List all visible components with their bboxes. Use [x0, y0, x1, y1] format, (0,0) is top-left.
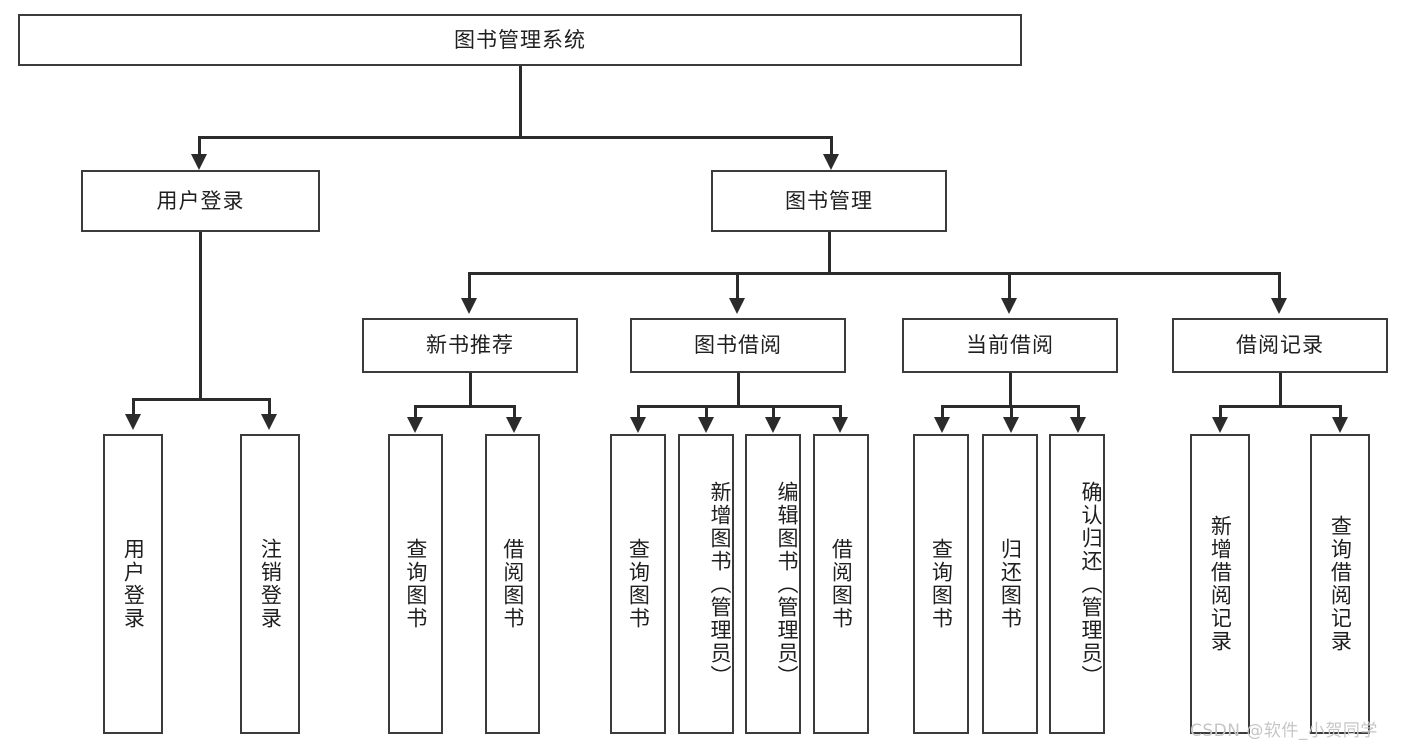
- arrow-to-leaf-user-login: [125, 414, 141, 430]
- leaf-query-borrow-record[interactable]: 查询借阅记录: [1310, 434, 1370, 734]
- arrow-to-leaf-confirm-return: [1070, 417, 1086, 433]
- node-label: 查询图书: [403, 538, 428, 630]
- connector-root-stem: [519, 66, 522, 138]
- arrow-to-book-management: [823, 154, 839, 170]
- leaf-return-book[interactable]: 归还图书: [982, 434, 1038, 734]
- node-borrow-record[interactable]: 借阅记录: [1172, 318, 1388, 373]
- leaf-edit-book-admin[interactable]: 编辑图书（管理员）: [745, 434, 801, 734]
- leaf-confirm-return-admin[interactable]: 确认归还（管理员）: [1049, 434, 1105, 734]
- arrow-to-leaf-query-book-2: [630, 417, 646, 433]
- node-label: 注销登录: [258, 538, 283, 630]
- connector-borrow-record-stem: [1279, 373, 1282, 407]
- arrow-to-leaf-borrow-book-2: [832, 417, 848, 433]
- connector-level3-bus: [468, 272, 1280, 275]
- node-label: 图书管理系统: [454, 27, 586, 52]
- arrow-to-borrow-record: [1271, 298, 1287, 314]
- leaf-borrow-book-borrow[interactable]: 借阅图书: [813, 434, 869, 734]
- arrow-to-leaf-query-book-1: [407, 417, 423, 433]
- arrow-to-leaf-query-book-3: [934, 417, 950, 433]
- connector-borrow-record-drop-1: [1219, 405, 1222, 419]
- connector-new-book-drop-2: [513, 405, 516, 419]
- connector-current-borrow-drop-3: [1077, 405, 1080, 419]
- connector-book-borrow-stem: [737, 373, 740, 407]
- leaf-query-book-borrow[interactable]: 查询图书: [610, 434, 666, 734]
- arrow-to-current-borrow: [1001, 298, 1017, 314]
- connector-current-borrow-drop-1: [941, 405, 944, 419]
- connector-user-login-bus: [132, 398, 270, 401]
- connector-new-book-drop-1: [414, 405, 417, 419]
- node-label: 图书借阅: [694, 333, 782, 358]
- connector-user-login-drop-1: [132, 398, 135, 416]
- leaf-borrow-book-recommend[interactable]: 借阅图书: [485, 434, 540, 734]
- node-label: 查询图书: [626, 538, 651, 630]
- connector-borrow-record-drop-2: [1339, 405, 1342, 419]
- arrow-to-new-book-recommend: [461, 298, 477, 314]
- connector-book-borrow-drop-4: [839, 405, 842, 419]
- connector-current-borrow-stem: [1009, 373, 1012, 407]
- connector-level2-bus: [198, 136, 832, 139]
- connector-user-login-stem: [199, 232, 202, 400]
- arrow-to-leaf-query-borrow-record: [1332, 417, 1348, 433]
- node-user-login[interactable]: 用户登录: [81, 170, 320, 232]
- connector-level2-drop-right: [830, 136, 833, 158]
- node-book-management[interactable]: 图书管理: [711, 170, 947, 232]
- connector-level3-drop-1: [468, 272, 471, 300]
- arrow-to-leaf-edit-book: [765, 417, 781, 433]
- connector-level3-drop-2: [736, 272, 739, 300]
- arrow-to-user-login: [191, 154, 207, 170]
- node-label: 新增借阅记录: [1208, 515, 1233, 653]
- arrow-to-leaf-borrow-book-1: [506, 417, 522, 433]
- connector-book-borrow-drop-2: [705, 405, 708, 419]
- node-label: 查询图书: [929, 538, 954, 630]
- node-label: 当前借阅: [966, 333, 1054, 358]
- node-current-borrow[interactable]: 当前借阅: [902, 318, 1118, 373]
- connector-user-login-drop-2: [268, 398, 271, 416]
- connector-borrow-record-bus: [1219, 405, 1341, 408]
- arrow-to-book-borrow: [729, 298, 745, 314]
- node-label: 编辑图书（管理员）: [775, 480, 799, 688]
- connector-book-borrow-bus: [637, 405, 841, 408]
- connector-new-book-stem: [469, 373, 472, 407]
- node-root-book-management-system[interactable]: 图书管理系统: [18, 14, 1022, 66]
- connector-book-borrow-drop-3: [772, 405, 775, 419]
- node-label: 确认归还（管理员）: [1079, 480, 1103, 688]
- leaf-query-book-recommend[interactable]: 查询图书: [388, 434, 443, 734]
- arrow-to-leaf-logout-login: [261, 414, 277, 430]
- leaf-user-login[interactable]: 用户登录: [103, 434, 163, 734]
- leaf-query-book-current[interactable]: 查询图书: [913, 434, 969, 734]
- connector-level3-drop-3: [1008, 272, 1011, 300]
- connector-level3-drop-4: [1278, 272, 1281, 300]
- connector-new-book-bus: [414, 405, 515, 408]
- node-book-borrow[interactable]: 图书借阅: [630, 318, 846, 373]
- node-label: 用户登录: [121, 538, 146, 630]
- node-label: 借阅图书: [829, 538, 854, 630]
- csdn-watermark: CSDN @软件_小贺同学: [1190, 721, 1378, 741]
- arrow-to-leaf-add-borrow-record: [1212, 417, 1228, 433]
- arrow-to-leaf-add-book: [698, 417, 714, 433]
- node-label: 图书管理: [785, 188, 873, 213]
- node-label: 归还图书: [998, 538, 1023, 630]
- node-label: 借阅记录: [1236, 333, 1324, 358]
- node-label: 新增图书（管理员）: [708, 480, 732, 688]
- leaf-add-book-admin[interactable]: 新增图书（管理员）: [678, 434, 734, 734]
- leaf-add-borrow-record[interactable]: 新增借阅记录: [1190, 434, 1250, 734]
- node-new-book-recommend[interactable]: 新书推荐: [362, 318, 578, 373]
- connector-current-borrow-drop-2: [1010, 405, 1013, 419]
- leaf-logout-login[interactable]: 注销登录: [240, 434, 300, 734]
- connector-level2-drop-left: [198, 136, 201, 158]
- connector-book-management-stem: [828, 232, 831, 274]
- connector-book-borrow-drop-1: [637, 405, 640, 419]
- arrow-to-leaf-return-book: [1003, 417, 1019, 433]
- node-label: 新书推荐: [426, 333, 514, 358]
- node-label: 借阅图书: [500, 538, 525, 630]
- node-label: 查询借阅记录: [1328, 515, 1353, 653]
- node-label: 用户登录: [156, 188, 245, 213]
